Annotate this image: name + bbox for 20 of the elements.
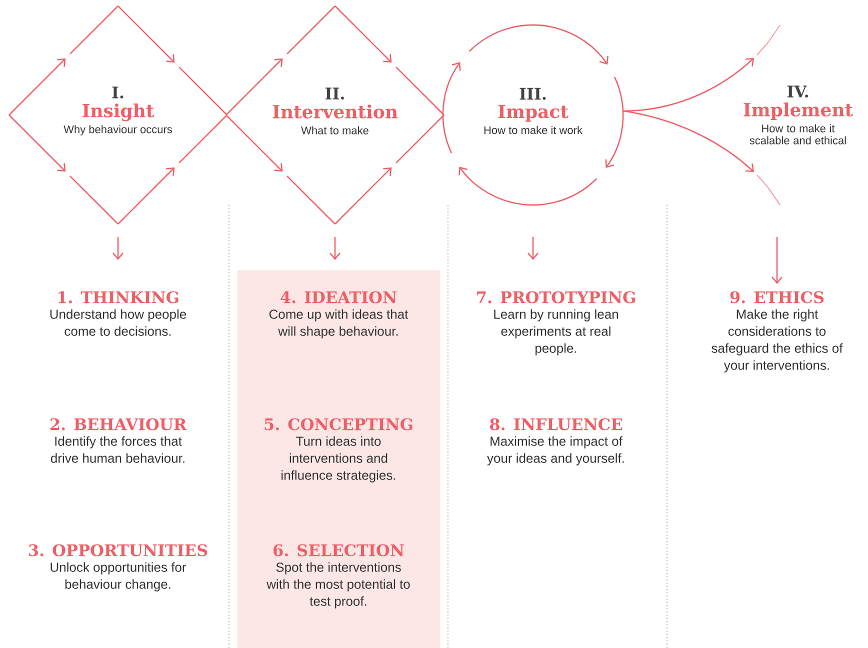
stage-heading: I. Insight Why behaviour occurs	[64, 86, 172, 136]
step-text: 1. THINKING Understand how people come to decisions.	[50, 291, 186, 336]
arrow	[772, 237, 782, 284]
arrow	[528, 237, 538, 260]
step-text: 4. IDEATION Come up with ideas that will shape behaviour.	[269, 291, 408, 338]
step-text: 8. INFLUENCE Maximise the impact of your ideas and yourself.	[487, 418, 624, 466]
step-text: 2. BEHAVIOUR Identify the forces that drive human behaviour.	[50, 418, 187, 463]
step-text: 6. SELECTION Spot the interventions with the most potential to test proof.	[266, 544, 410, 608]
step-text: 9. ETHICS Make the right considerations to safeguard the ethics of your interventions.	[712, 291, 843, 372]
step-text: 5. CONCEPTING Turn ideas into interventions and influence strategies.	[264, 418, 412, 482]
stage-heading: III. Impact How to make it work	[484, 88, 583, 134]
stage-heading: IV. Implement How to make it scalable and ethical	[744, 86, 854, 144]
arrow	[330, 237, 340, 260]
step-text: 7. PROTOTYPING Learn by running lean experiments at real people.	[477, 291, 635, 356]
curved-arrow	[623, 58, 754, 112]
stage-heading: II. Intervention What to make	[272, 88, 398, 134]
step-text: 3. OPPORTUNITIES Unlock opportunities for behaviour change.	[29, 544, 208, 592]
highlight-panel	[237, 270, 440, 648]
curved-arrow	[623, 110, 754, 172]
arrow	[112, 237, 124, 260]
